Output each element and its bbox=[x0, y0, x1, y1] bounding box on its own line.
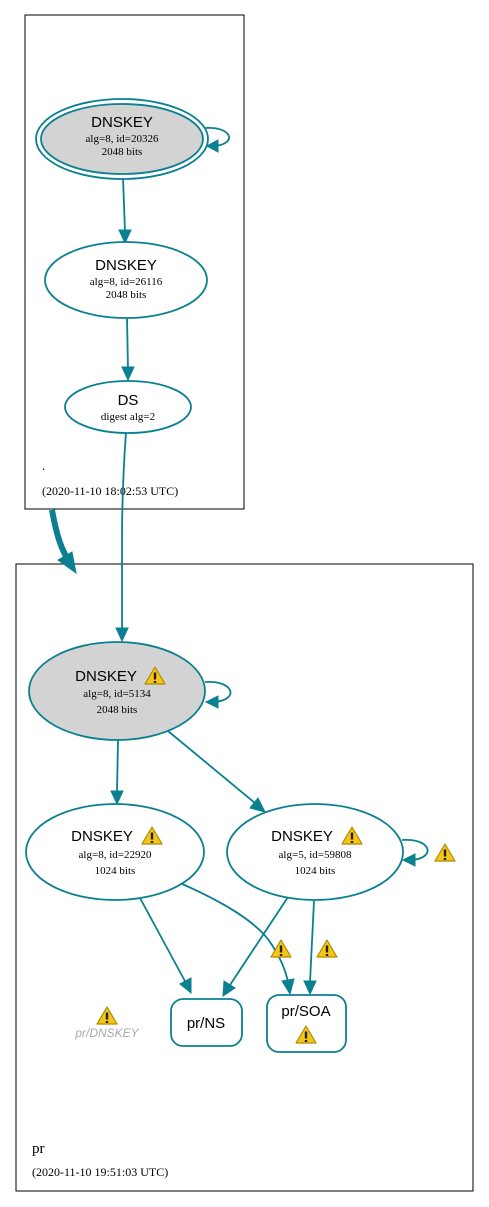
node-pr-ds-line1: digest alg=2 bbox=[101, 411, 155, 423]
edge-pr-ksk-zsk1 bbox=[116, 739, 119, 793]
node-pr-soa[interactable]: pr/SOA bbox=[266, 994, 347, 1053]
edges bbox=[110, 127, 429, 997]
node-root-ksk-line2: 2048 bits bbox=[102, 146, 143, 158]
node-root-ksk-title: DNSKEY bbox=[91, 114, 153, 131]
edge-root-ksk-zsk bbox=[122, 177, 126, 233]
delegation-arrow bbox=[49, 509, 77, 575]
edge-pr-zsk2-self bbox=[401, 839, 429, 861]
node-pr-dnskey-missing-label: pr/DNSKEY bbox=[74, 1026, 139, 1040]
edge-root-ksk-self bbox=[204, 127, 230, 147]
node-root-zsk-title: DNSKEY bbox=[95, 257, 157, 274]
node-pr-zsk2[interactable]: DNSKEY alg=5, id=59808 1024 bits bbox=[226, 803, 404, 901]
node-pr-ns-title: pr/NS bbox=[187, 1015, 225, 1032]
node-pr-ds-title: DS bbox=[118, 392, 139, 409]
edge-pr-ksk-self bbox=[204, 681, 232, 703]
node-pr-zsk1-line1: alg=8, id=22920 bbox=[79, 849, 152, 861]
zone-pr-border bbox=[15, 563, 474, 1192]
zone-root-timestamp: (2020-11-10 18:02:53 UTC) bbox=[42, 484, 178, 498]
node-pr-soa-title: pr/SOA bbox=[281, 1003, 330, 1020]
edge-root-zsk-ds bbox=[126, 317, 129, 370]
node-pr-ksk-line2: 2048 bits bbox=[97, 704, 138, 716]
node-root-zsk-line2: 2048 bits bbox=[106, 289, 147, 301]
node-pr-ns[interactable]: pr/NS bbox=[170, 998, 243, 1047]
node-pr-dnskey-missing: pr/DNSKEY bbox=[74, 1006, 140, 1040]
node-pr-ksk-line1: alg=8, id=5134 bbox=[83, 688, 151, 700]
edge-zsk2-soa bbox=[309, 900, 315, 983]
zone-pr-timestamp: (2020-11-10 19:51:03 UTC) bbox=[32, 1165, 168, 1179]
node-root-zsk[interactable]: DNSKEY alg=8, id=26116 2048 bits bbox=[44, 241, 208, 319]
warning-triangle-icon bbox=[434, 843, 456, 862]
edge-zsk1-soa bbox=[179, 882, 289, 983]
node-root-ksk[interactable]: DNSKEY alg=8, id=20326 2048 bits bbox=[35, 98, 209, 180]
node-pr-zsk2-line2: 1024 bits bbox=[295, 865, 336, 877]
node-pr-ds[interactable]: DS digest alg=2 bbox=[64, 380, 192, 434]
edge-zsk1-ns bbox=[139, 897, 187, 984]
node-pr-zsk2-title: DNSKEY bbox=[271, 828, 333, 845]
zone-pr: pr (2020-11-10 19:51:03 UTC) bbox=[15, 563, 474, 1192]
warning-triangle-icon bbox=[316, 939, 338, 958]
node-pr-zsk1-title: DNSKEY bbox=[71, 828, 133, 845]
node-pr-zsk2-line1: alg=5, id=59808 bbox=[279, 849, 352, 861]
zone-root-name: . bbox=[42, 458, 45, 473]
edge-pr-ksk-zsk2 bbox=[167, 730, 256, 804]
warning-triangle-icon bbox=[96, 1006, 118, 1025]
edge-zsk2-ns bbox=[229, 896, 289, 986]
node-root-zsk-line1: alg=8, id=26116 bbox=[90, 276, 163, 288]
node-pr-ksk-title: DNSKEY bbox=[75, 668, 137, 685]
edge-ds-pr-ksk bbox=[121, 431, 127, 628]
node-pr-zsk1[interactable]: DNSKEY alg=8, id=22920 1024 bits bbox=[25, 803, 205, 901]
zone-root-border bbox=[24, 14, 245, 510]
node-root-ksk-line1: alg=8, id=20326 bbox=[86, 133, 159, 145]
zone-root: . (2020-11-10 18:02:53 UTC) bbox=[24, 14, 245, 510]
node-pr-ksk[interactable]: DNSKEY alg=8, id=5134 2048 bits bbox=[28, 641, 206, 741]
zone-pr-name: pr bbox=[32, 1141, 45, 1157]
node-pr-zsk1-line2: 1024 bits bbox=[95, 865, 136, 877]
